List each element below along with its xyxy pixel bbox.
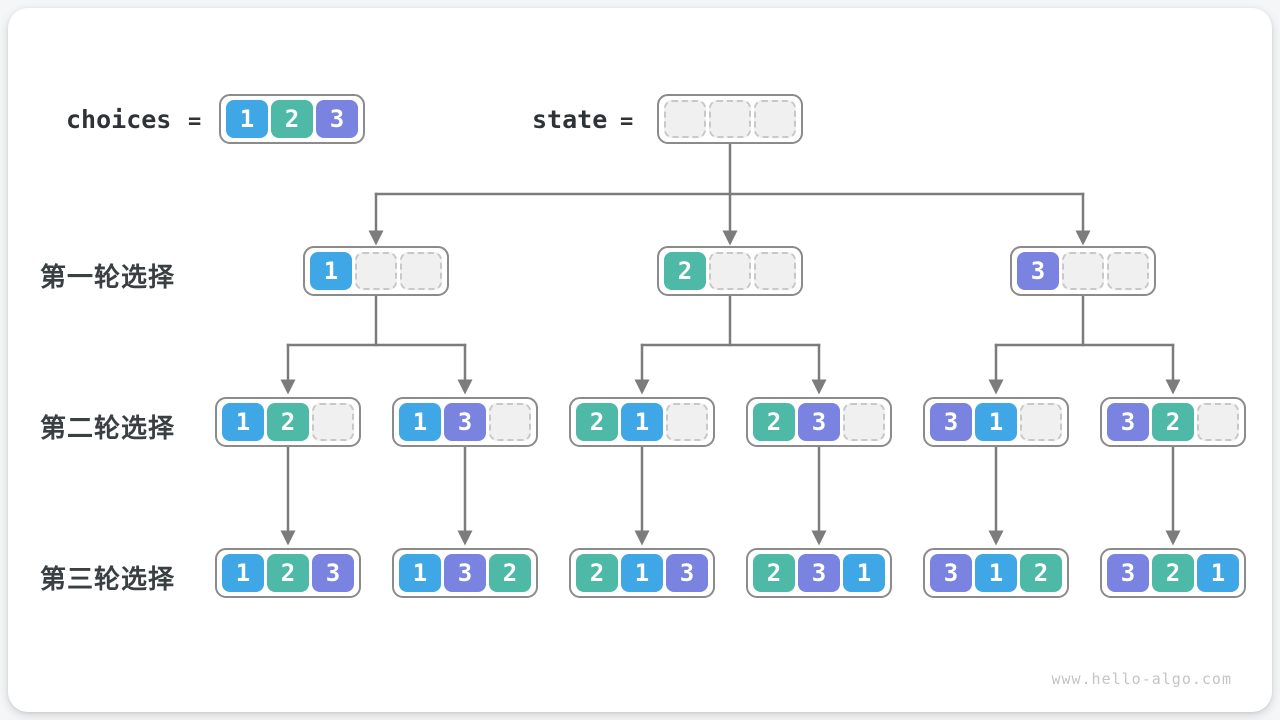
empty-cell	[400, 252, 442, 290]
choice-cell-2: 2	[576, 554, 618, 592]
round-1-label: 第一轮选择	[40, 263, 176, 293]
choice-cell-3: 3	[316, 100, 358, 138]
choices-equals: =	[188, 109, 202, 134]
choice-cell-2: 2	[267, 554, 309, 592]
choice-cell-3: 3	[1017, 252, 1059, 290]
choice-cell-2: 2	[753, 403, 795, 441]
choice-cell-3: 3	[666, 554, 708, 592]
choice-cell-3: 3	[930, 403, 972, 441]
choice-cell-1: 1	[975, 554, 1017, 592]
choice-cell-2: 2	[1020, 554, 1062, 592]
empty-cell	[1062, 252, 1104, 290]
empty-cell	[709, 100, 751, 138]
choice-cell-1: 1	[621, 554, 663, 592]
round-3-label: 第三轮选择	[40, 565, 176, 595]
state-box-round1-3: 3	[1010, 246, 1156, 296]
choice-cell-3: 3	[1107, 554, 1149, 592]
choice-cell-2: 2	[753, 554, 795, 592]
state-equals: =	[620, 109, 634, 134]
choice-cell-2: 2	[1152, 403, 1194, 441]
state-box-round1-2: 2	[657, 246, 803, 296]
choice-cell-1: 1	[843, 554, 885, 592]
choice-cell-3: 3	[444, 403, 486, 441]
choice-cell-1: 1	[399, 554, 441, 592]
empty-cell	[1020, 403, 1062, 441]
choice-cell-2: 2	[664, 252, 706, 290]
choice-cell-2: 2	[267, 403, 309, 441]
choice-cell-3: 3	[798, 554, 840, 592]
choice-cell-1: 1	[222, 403, 264, 441]
empty-cell	[312, 403, 354, 441]
choice-cell-2: 2	[576, 403, 618, 441]
choice-cell-3: 3	[312, 554, 354, 592]
empty-cell	[355, 252, 397, 290]
choice-cell-1: 1	[975, 403, 1017, 441]
choice-cell-3: 3	[930, 554, 972, 592]
choice-cell-3: 3	[444, 554, 486, 592]
choice-cell-2: 2	[271, 100, 313, 138]
choice-cell-2: 2	[1152, 554, 1194, 592]
state-box-round1-1: 1	[303, 246, 449, 296]
round-2-label: 第二轮选择	[40, 414, 176, 444]
choice-cell-1: 1	[310, 252, 352, 290]
empty-cell	[666, 403, 708, 441]
choice-cell-1: 1	[226, 100, 268, 138]
choice-cell-2: 2	[489, 554, 531, 592]
choice-cell-1: 1	[399, 403, 441, 441]
choice-cell-1: 1	[621, 403, 663, 441]
empty-cell	[489, 403, 531, 441]
empty-cell	[1197, 403, 1239, 441]
choice-cell-1: 1	[222, 554, 264, 592]
choice-cell-3: 3	[798, 403, 840, 441]
choice-cell-1: 1	[1197, 554, 1239, 592]
empty-cell	[1107, 252, 1149, 290]
empty-cell	[709, 252, 751, 290]
choice-cell-3: 3	[1107, 403, 1149, 441]
empty-cell	[664, 100, 706, 138]
empty-cell	[754, 252, 796, 290]
empty-cell	[754, 100, 796, 138]
empty-cell	[843, 403, 885, 441]
state-label: state	[532, 105, 608, 134]
choices-label: choices	[66, 105, 172, 134]
watermark: www.hello-algo.com	[1051, 670, 1232, 688]
state-box	[657, 94, 803, 144]
